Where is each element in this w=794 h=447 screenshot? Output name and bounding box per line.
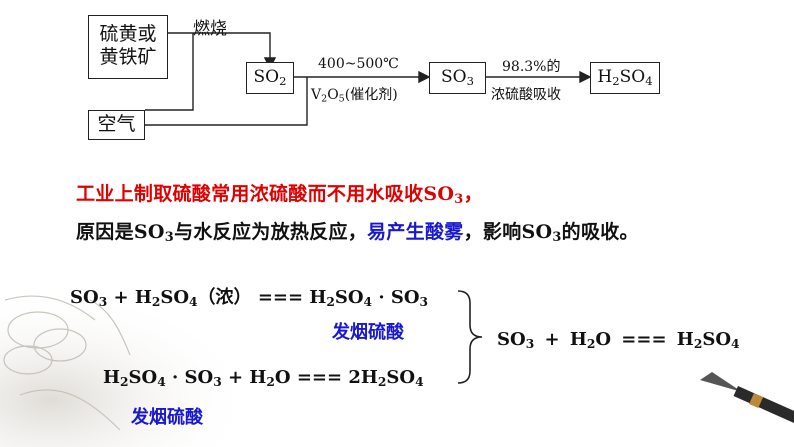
subscript: 3 <box>164 230 175 246</box>
absorb-top: 98.3%的 <box>502 59 561 75</box>
subscript: 3 <box>552 230 562 246</box>
absorb-bottom: 浓硫酸吸收 <box>491 87 561 103</box>
burn-label: 燃烧 <box>193 19 227 39</box>
equation-2: H2SO4 · SO3 + H2O === 2H2SO4 <box>103 367 424 388</box>
subscript: 3 <box>419 295 429 310</box>
formula-text: + H <box>534 329 587 350</box>
brace <box>457 290 483 384</box>
air-label: 空气 <box>97 113 136 135</box>
raw-material-line2: 黄铁矿 <box>99 46 157 68</box>
formula-text: SO <box>253 67 280 87</box>
so3-label: SO3 <box>441 67 474 87</box>
formula-text: H <box>597 67 613 87</box>
explanation-line2-c: ，影响SO3的吸收。 <box>463 221 639 246</box>
subscript: 2 <box>326 295 335 310</box>
formula-text: + H <box>221 367 267 388</box>
subscript: 2 <box>586 337 596 352</box>
explanation-line2: 原因是SO3与水反应为放热反应，易产生酸雾，影响SO3的吸收。 <box>76 217 639 244</box>
raw-material-line1: 硫黄或 <box>99 23 157 45</box>
equation-3: SO3 + H2O === H2SO4 <box>497 329 740 350</box>
raw-material-box: 硫黄或 黄铁矿 <box>88 15 168 79</box>
subscript: 4 <box>731 337 740 352</box>
formula-text: H <box>103 367 121 388</box>
explanation-line2-a: 原因是SO3与水反应为放热反应， <box>76 221 368 246</box>
formula-text: (催化剂) <box>344 87 398 103</box>
h2so4-box: H2SO4 <box>590 62 660 94</box>
subscript: 3 <box>98 295 108 310</box>
subscript: 2 <box>120 375 129 390</box>
subscript: 5 <box>338 93 345 105</box>
subscript: 2 <box>321 93 328 105</box>
subscript: 2 <box>266 375 275 390</box>
so2-label: SO2 <box>254 67 287 87</box>
formula-text: SO <box>70 287 99 308</box>
formula-text: V <box>311 87 322 103</box>
formula-text: 工业上制取硫酸常用浓硫酸而不用水吸收SO <box>76 183 455 205</box>
equation-1: SO3 + H2SO4（浓） === H2SO4 · SO3 <box>70 283 428 309</box>
formula-text: + H <box>107 287 152 308</box>
formula-text: （浓） === H <box>197 287 327 308</box>
formula-text: SO <box>128 367 158 388</box>
formula-text: 的吸收。 <box>561 221 639 243</box>
brush-icon <box>700 372 794 425</box>
subscript: 4 <box>415 375 424 390</box>
formula-text: · SO <box>165 367 214 388</box>
formula-text: SO <box>386 367 416 388</box>
subscript: 2 <box>151 295 161 310</box>
equation-2-tag: 发烟硫酸 <box>131 407 203 428</box>
subscript: 3 <box>213 375 222 390</box>
formula-text: 与水反应为放热反应， <box>174 221 368 243</box>
subscript: 3 <box>454 192 464 208</box>
subscript: 2 <box>279 73 287 88</box>
subscript: 4 <box>363 295 373 310</box>
formula-text: O === 2H <box>274 367 378 388</box>
formula-text: O === H <box>595 329 694 350</box>
so3-box: SO3 <box>429 62 486 94</box>
so2-box: SO2 <box>246 62 294 94</box>
h2so4-label: H2SO4 <box>597 67 652 87</box>
subscript: 3 <box>525 337 535 352</box>
subscript: 3 <box>466 73 474 88</box>
condition-catalyst: V2O5(催化剂) <box>311 84 398 104</box>
subscript: 4 <box>189 295 198 310</box>
equation-1-tag: 发烟硫酸 <box>332 322 404 343</box>
formula-text: SO <box>702 329 732 350</box>
formula-text: SO <box>497 329 526 350</box>
subscript: 2 <box>377 375 387 390</box>
gray-wash <box>0 260 340 447</box>
formula-text: SO <box>334 287 364 308</box>
explanation-line2-highlight: 易产生酸雾 <box>367 221 464 243</box>
formula-text: SO <box>160 287 190 308</box>
formula-text: 原因是SO <box>76 221 165 243</box>
formula-text: SO <box>619 67 646 87</box>
air-box: 空气 <box>88 110 145 140</box>
subscript: 2 <box>612 73 620 88</box>
explanation-line1: 工业上制取硫酸常用浓硫酸而不用水吸收SO3， <box>76 179 483 206</box>
formula-text: ， <box>463 183 483 205</box>
subscript: 4 <box>645 73 653 88</box>
condition-temperature: 400~500℃ <box>318 56 399 72</box>
formula-text: ，影响SO <box>463 221 553 243</box>
formula-text: O <box>327 87 339 103</box>
flower-illustration <box>3 295 131 431</box>
subscript: 2 <box>693 337 703 352</box>
subscript: 4 <box>157 375 166 390</box>
formula-text: SO <box>441 67 467 87</box>
formula-text: · SO <box>372 287 420 308</box>
